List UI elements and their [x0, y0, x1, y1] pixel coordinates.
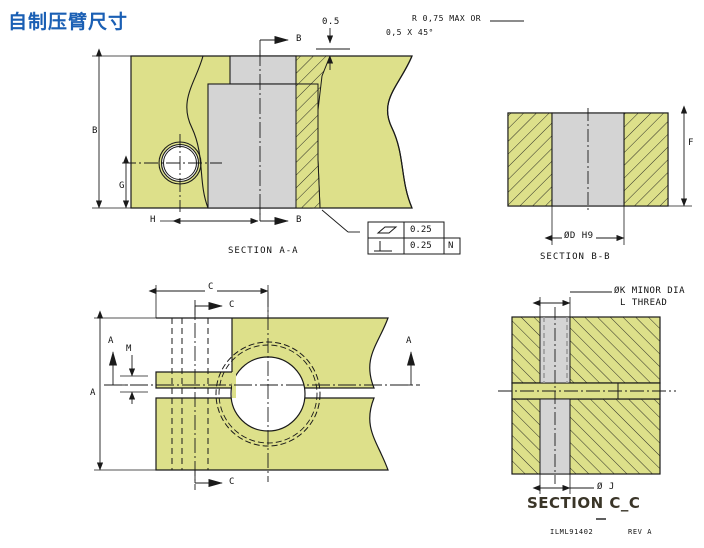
dim-label-b-height: B — [92, 126, 98, 136]
section-bb-geometry — [507, 105, 692, 245]
dim-label-chamfer-depth: 0.5 — [322, 17, 340, 27]
dim-label-dia-j: Ø J — [597, 482, 615, 492]
dim-label-thread-l: L THREAD — [620, 298, 668, 308]
dim-label-c: C — [205, 282, 217, 292]
gdt-datum-n: N — [448, 241, 454, 251]
section-label-aa: SECTION A-A — [228, 246, 299, 256]
dim-label-minor-dia-k: ØK MINOR DIA — [614, 286, 686, 296]
section-label-cc: SECTION C_C — [527, 494, 641, 512]
dim-label-f: F — [688, 138, 694, 148]
dim-label-a-width: A — [90, 388, 96, 398]
section-arrow-label-b-top: B — [296, 34, 302, 44]
dim-label-h: H — [150, 215, 156, 225]
dim-label-m: M — [126, 344, 132, 354]
dim-label-bore-dia-d: ØD H9 — [562, 231, 596, 241]
plan-view-geometry — [94, 285, 420, 490]
drawing-revision: REV A — [628, 528, 653, 536]
dim-label-g: G — [119, 181, 125, 191]
section-cc-geometry — [498, 291, 676, 520]
section-aa-geometry — [92, 20, 524, 255]
section-arrow-label-c-bottom: C — [229, 477, 235, 487]
gdt-parallelism-tolerance: 0.25 — [410, 225, 432, 235]
section-arrow-label-b-bottom: B — [296, 215, 302, 225]
page-title: 自制压臂尺寸 — [8, 11, 129, 33]
gdt-perpendicularity-tolerance: 0.25 — [410, 241, 432, 251]
section-label-bb: SECTION B-B — [540, 252, 611, 262]
note-radius-max: R 0,75 MAX OR — [412, 14, 482, 23]
note-chamfer: 0,5 X 45° — [386, 28, 434, 37]
section-arrow-label-a-right: A — [406, 336, 412, 346]
section-arrow-label-c-top: C — [229, 300, 235, 310]
drawing-number: ILML91402 — [550, 528, 594, 536]
section-arrow-label-a-left: A — [108, 336, 114, 346]
